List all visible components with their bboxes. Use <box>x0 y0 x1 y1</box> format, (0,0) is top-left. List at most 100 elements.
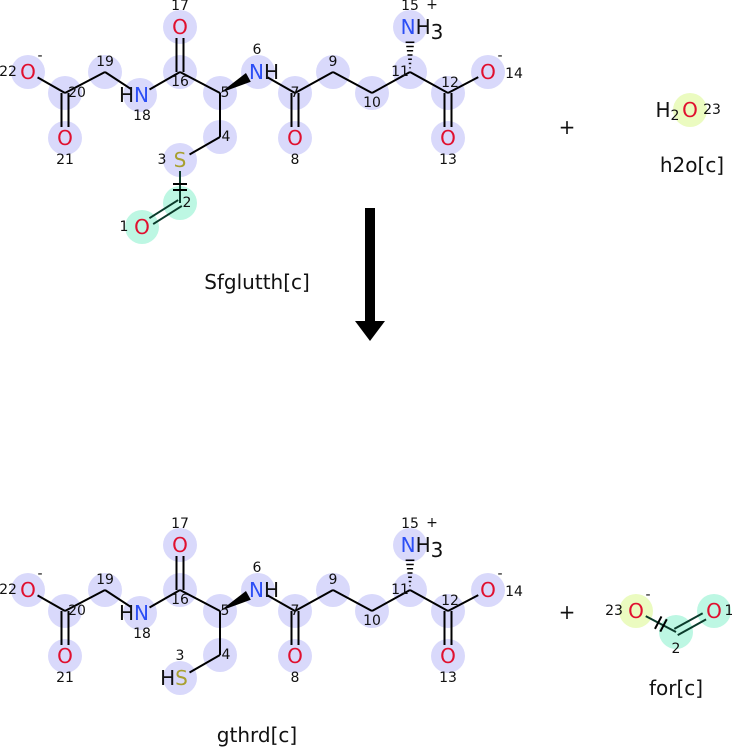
atom-number: 15 <box>401 0 419 14</box>
atom-22: O-22 <box>0 48 43 84</box>
atom-8: O8 <box>287 644 303 686</box>
bond-20-21 <box>60 93 70 127</box>
atom-number: 10 <box>363 95 381 111</box>
bond-16-17 <box>175 38 185 72</box>
atom-highlight <box>48 121 82 155</box>
atom-number: 1 <box>725 603 732 619</box>
atom-highlight <box>123 596 157 630</box>
atom-11: 11 <box>391 582 409 598</box>
atom-symbol: NH <box>249 60 279 84</box>
atom-number: 2 <box>183 195 192 211</box>
atom-number: 8 <box>291 670 300 686</box>
atom-8: O8 <box>287 126 303 168</box>
bond-7-8 <box>290 611 300 645</box>
molecule-name-gthrd: gthrd[c] <box>217 723 297 747</box>
atom-14: O-14 <box>480 48 523 84</box>
atom-symbol: O <box>628 599 644 623</box>
atom-number: 18 <box>133 626 151 642</box>
plus-sign-top: + <box>559 115 576 139</box>
atom-number: 19 <box>96 54 114 70</box>
atom-number: 1 <box>120 219 129 235</box>
atom-number: 20 <box>68 603 86 619</box>
atom-number: 14 <box>505 584 523 600</box>
atom-number: 13 <box>439 670 457 686</box>
atom-number: 8 <box>291 152 300 168</box>
atom-12: 12 <box>441 75 459 91</box>
atom-highlight <box>278 639 312 673</box>
bond-5-6 <box>220 590 251 611</box>
atom-symbol: O <box>172 533 188 557</box>
atom-3: S3 <box>158 148 187 172</box>
atom-symbol: O <box>682 98 698 122</box>
atom-prefix: H <box>655 98 670 122</box>
bond-23-2 <box>645 615 677 633</box>
atom-charge: + <box>426 0 438 13</box>
bond-7-9 <box>294 589 334 612</box>
plus-sign-bottom: + <box>559 600 576 624</box>
atom-number: 10 <box>363 613 381 629</box>
atom-number: 3 <box>176 648 185 664</box>
molecule-name-h2o: h2o[c] <box>660 153 724 177</box>
atom-highlight <box>393 10 427 44</box>
atom-number: 17 <box>171 0 189 14</box>
atom-charge: - <box>37 566 42 582</box>
bond-20-19 <box>64 589 106 612</box>
atom-number: 16 <box>171 74 189 90</box>
bond-11-15 <box>405 41 415 69</box>
atom-charge: - <box>37 48 42 64</box>
atom-number: 5 <box>221 85 230 101</box>
bond-10-11 <box>371 589 411 612</box>
atom-number: 9 <box>329 54 338 70</box>
atom-symbol: NH3 <box>401 15 444 44</box>
bond-6-7 <box>267 594 296 612</box>
atom-symbol: O <box>57 126 73 150</box>
atom-number: 11 <box>391 582 409 598</box>
atom-16: 16 <box>171 592 189 608</box>
atom-17: O17 <box>171 0 189 39</box>
atom-9: 9 <box>329 54 338 70</box>
atom-symbol: NH <box>249 578 279 602</box>
atom-symbol: NH3 <box>401 533 444 562</box>
atom-symbol: HN <box>119 601 149 625</box>
atom-charge: - <box>497 48 502 64</box>
bond-18-16 <box>149 71 181 91</box>
atom-symbol: O <box>440 126 456 150</box>
atom-highlight <box>11 573 45 607</box>
atom-symbol: O <box>480 60 496 84</box>
bond-9-10 <box>332 589 373 612</box>
bond-18-16 <box>149 589 181 609</box>
atom-number: 3 <box>158 152 167 168</box>
atom-number: 23 <box>703 102 721 118</box>
atom-symbol: O <box>440 644 456 668</box>
atom-2: 2 <box>672 641 681 657</box>
atom-number: 21 <box>56 670 74 686</box>
bond-12-14 <box>447 76 479 94</box>
atom-5: 5 <box>221 85 230 101</box>
atom-highlight <box>48 639 82 673</box>
atom-11: 11 <box>391 64 409 80</box>
atom-15: NH3+15 <box>401 515 444 562</box>
bond-7-8 <box>290 93 300 127</box>
atom-charge: - <box>497 566 502 582</box>
atom-17: O17 <box>171 516 189 557</box>
bond-11-15 <box>405 559 415 587</box>
bond-2-1 <box>148 199 183 225</box>
atom-highlight <box>431 121 465 155</box>
atom-number: 20 <box>68 85 86 101</box>
atom-number: 5 <box>221 603 230 619</box>
bond-4-3 <box>189 136 221 156</box>
atom-number: 11 <box>391 64 409 80</box>
atom-highlight <box>163 143 197 177</box>
atom-number: 22 <box>0 64 17 80</box>
atom-highlight <box>123 78 157 112</box>
atom-6: NH6 <box>249 560 279 602</box>
bond-16-17 <box>175 556 185 590</box>
atom-symbol: O <box>287 126 303 150</box>
atom-number: 23 <box>605 603 623 619</box>
atom-number: 22 <box>0 582 17 598</box>
molecule-name-sfglutth: Sfglutth[c] <box>204 270 310 294</box>
atom-highlight <box>11 55 45 89</box>
